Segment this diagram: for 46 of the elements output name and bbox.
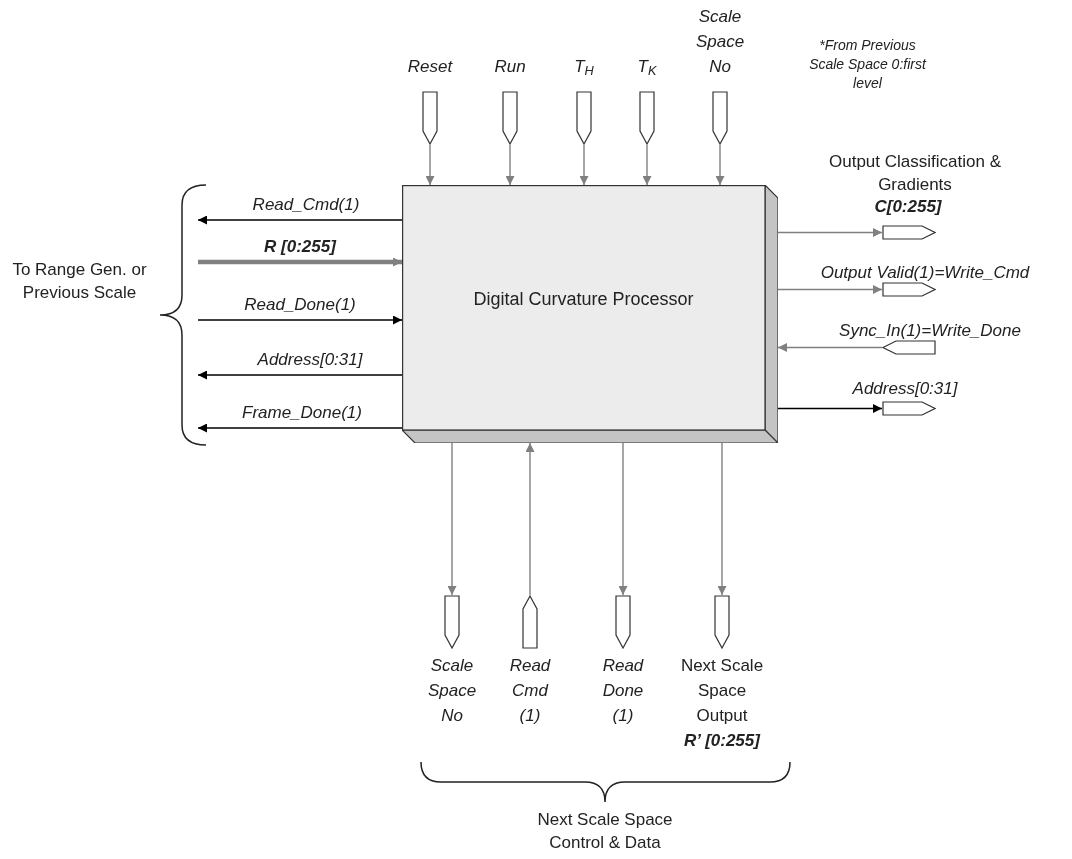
arrow: [447, 442, 457, 596]
edge-label: Address[0:31]: [256, 349, 364, 371]
port-label: Scale Space No: [694, 6, 746, 78]
arrow: [505, 144, 515, 186]
arrow: [197, 423, 403, 433]
edge-label: Read_Done(1): [243, 294, 357, 316]
group-label: Next Scale Space Control & Data: [536, 809, 674, 854]
edge-label: Output Valid(1)=Write_Cmd: [819, 262, 1031, 284]
arrow: [777, 343, 883, 352]
arrow: [777, 285, 883, 294]
group-label: To Range Gen. or Previous Scale: [11, 259, 148, 304]
port-label: Read Cmd (1): [508, 655, 552, 727]
group-label: *From Previous Scale Space 0:first level: [808, 36, 928, 93]
edge-label: Read_Cmd(1): [251, 194, 361, 216]
edge-label: Sync_In(1)=Write_Done: [838, 320, 1022, 342]
arrow: [642, 144, 652, 186]
arrow: [197, 315, 403, 325]
port-label: Reset: [407, 56, 453, 78]
port-label: Scale Space No: [426, 655, 478, 727]
processor-title: Digital Curvature Processor: [473, 288, 694, 311]
arrow: [425, 144, 435, 186]
arrow: [525, 442, 535, 596]
edge-label: C[0:255]: [873, 196, 943, 218]
arrow: [197, 215, 403, 225]
port-connector: [882, 401, 936, 416]
port-connector: [882, 282, 936, 297]
port-label: Run: [494, 56, 526, 78]
port-label: R’ [0:255]: [684, 730, 760, 752]
port-connector: [882, 225, 936, 240]
port-label: T$_{H}$: [574, 56, 594, 79]
edge-label: Address[0:31]: [851, 378, 959, 400]
arrow: [717, 442, 727, 596]
edge-label: R [0:255]: [263, 236, 338, 258]
port-label: Next Scale Space Output: [679, 655, 765, 727]
arrow: [198, 257, 402, 267]
arrow: [777, 228, 883, 237]
port-label: T$_{K}$: [637, 56, 657, 79]
arrow: [715, 144, 725, 186]
group-label: Output Classification & Gradients: [828, 151, 1002, 196]
port-label: Read Done (1): [601, 655, 645, 727]
arrow: [777, 404, 883, 413]
arrow: [579, 144, 589, 186]
edge-label: Frame_Done(1): [241, 402, 363, 424]
port-connector: [882, 340, 936, 355]
arrow: [618, 442, 628, 596]
arrow: [197, 370, 403, 380]
